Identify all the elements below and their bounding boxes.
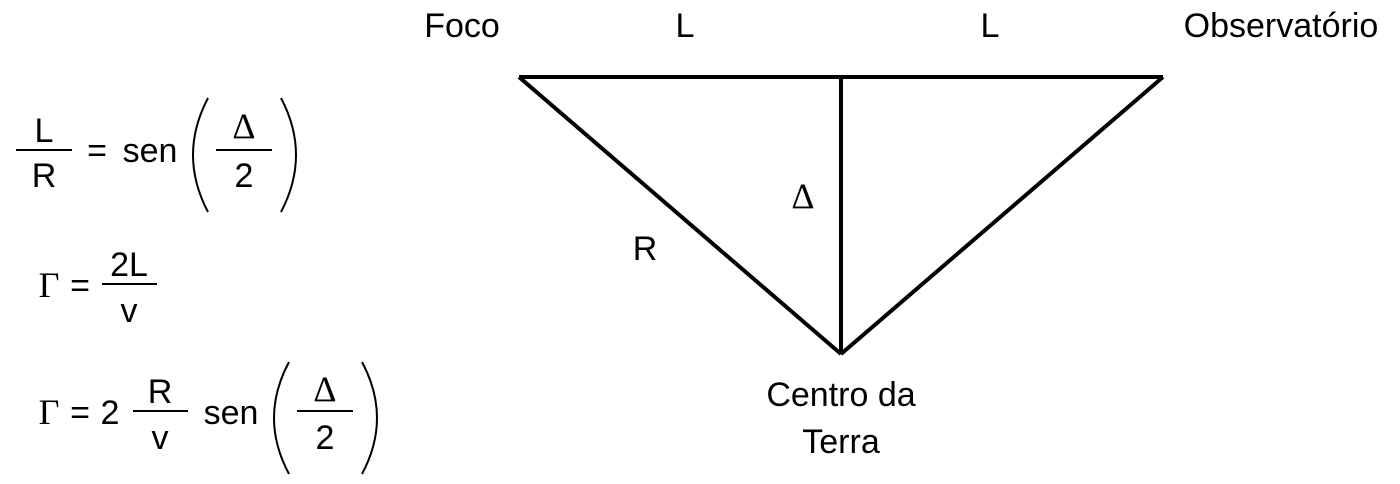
eq2-denominator: v [121,292,138,330]
label-l-right: L [981,7,1000,45]
eq1-delta: Δ [232,106,255,146]
eq3-numerator-r: R [148,373,173,411]
eq3-equals: = [70,394,90,432]
eq1-two: 2 [235,157,254,195]
label-observatorio: Observatório [1184,7,1379,45]
right-side [839,75,1165,356]
equation-2: Γ = 2L v [39,246,157,330]
label-l-left: L [676,7,695,45]
eq1-denominator-r: R [32,157,57,195]
eq3-right-paren [361,361,378,475]
eq3-sen: sen [204,394,259,432]
eq2-gamma: Γ [39,265,60,305]
eq3-two: 2 [101,394,120,432]
eq3-left-paren [273,361,290,475]
eq2-equals: = [70,267,90,305]
equation-1: L R = sen Δ 2 [16,97,297,213]
eq3-delta: Δ [313,369,336,409]
label-r: R [633,230,658,268]
left-side-r [517,75,843,356]
eq2-numerator: 2L [110,246,148,284]
equation-3: Γ = 2 R v sen Δ 2 [39,361,378,475]
eq3-delta-denominator: 2 [316,419,335,457]
label-centro-line1: Centro da [766,376,915,414]
eq1-right-paren [280,97,297,213]
earth-triangle [517,75,1165,356]
eq3-gamma: Γ [39,392,60,432]
eq3-denominator-v: v [152,419,169,457]
label-foco: Foco [424,7,500,45]
label-centro-line2: Terra [802,423,880,461]
eq1-numerator-l: L [35,112,54,150]
label-delta: Δ [791,176,814,216]
eq1-left-paren [192,97,209,213]
eq1-sen: sen [123,132,178,170]
eq1-equals: = [87,132,107,170]
